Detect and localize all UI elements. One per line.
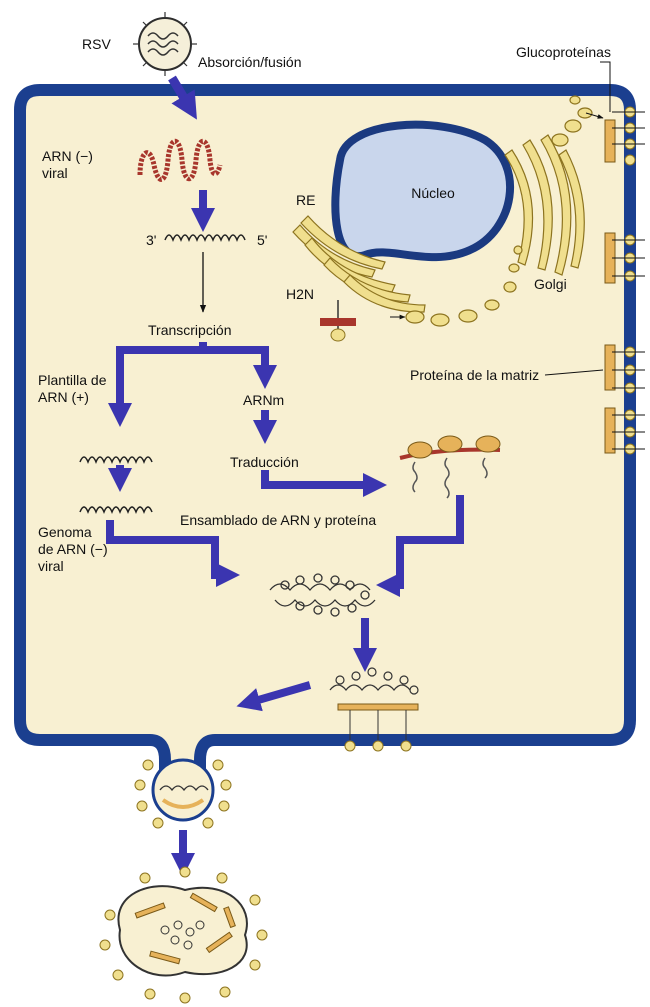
label-arn-viral: ARN (−) viral (42, 148, 102, 182)
label-five-prime: 5' (257, 232, 267, 249)
cell-membrane (20, 90, 630, 775)
label-genoma: Genoma de ARN (−) viral (38, 524, 110, 575)
label-transcripcion: Transcripción (148, 322, 232, 339)
label-re: RE (296, 192, 315, 209)
label-h2n: H2N (286, 286, 314, 303)
rsv-virion (133, 12, 197, 76)
label-glucoproteinas: Glucoproteínas (516, 44, 611, 61)
released-virion (100, 867, 267, 1003)
label-three-prime: 3' (146, 232, 156, 249)
label-rsv: RSV (82, 36, 111, 53)
cell (20, 90, 630, 775)
label-ensamblado: Ensamblado de ARN y proteína (180, 512, 376, 529)
label-arnm: ARNm (243, 392, 284, 409)
budding-virion (135, 760, 231, 828)
label-proteina-matriz: Proteína de la matriz (410, 367, 539, 384)
label-traduccion: Traducción (230, 454, 299, 471)
label-golgi: Golgi (534, 276, 567, 293)
label-absorcion-fusion: Absorción/fusión (198, 54, 302, 71)
label-plantilla: Plantilla de ARN (+) (38, 372, 108, 406)
label-nucleo: Núcleo (393, 185, 473, 202)
